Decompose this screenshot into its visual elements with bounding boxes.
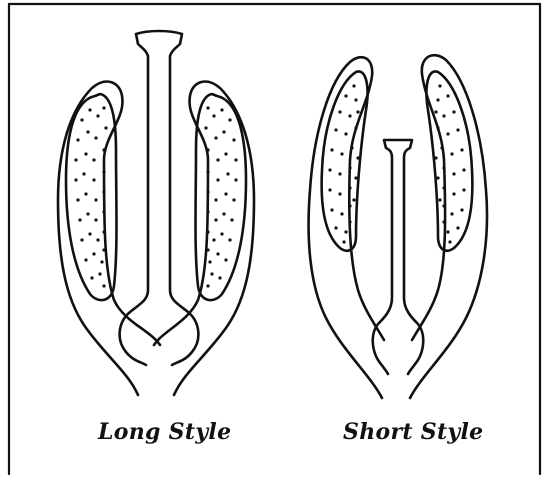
- long-left-outer-wall: [58, 82, 160, 395]
- long-left-pollen: [74, 106, 107, 287]
- short-style-flower: [309, 55, 487, 398]
- short-style-caption: Short Style: [343, 419, 483, 445]
- long-style-caption: Long Style: [98, 419, 231, 445]
- long-right-pollen: [204, 106, 237, 287]
- short-right-anther: [426, 71, 472, 250]
- long-style-flower: [58, 31, 254, 395]
- short-style-pistil: [373, 140, 424, 374]
